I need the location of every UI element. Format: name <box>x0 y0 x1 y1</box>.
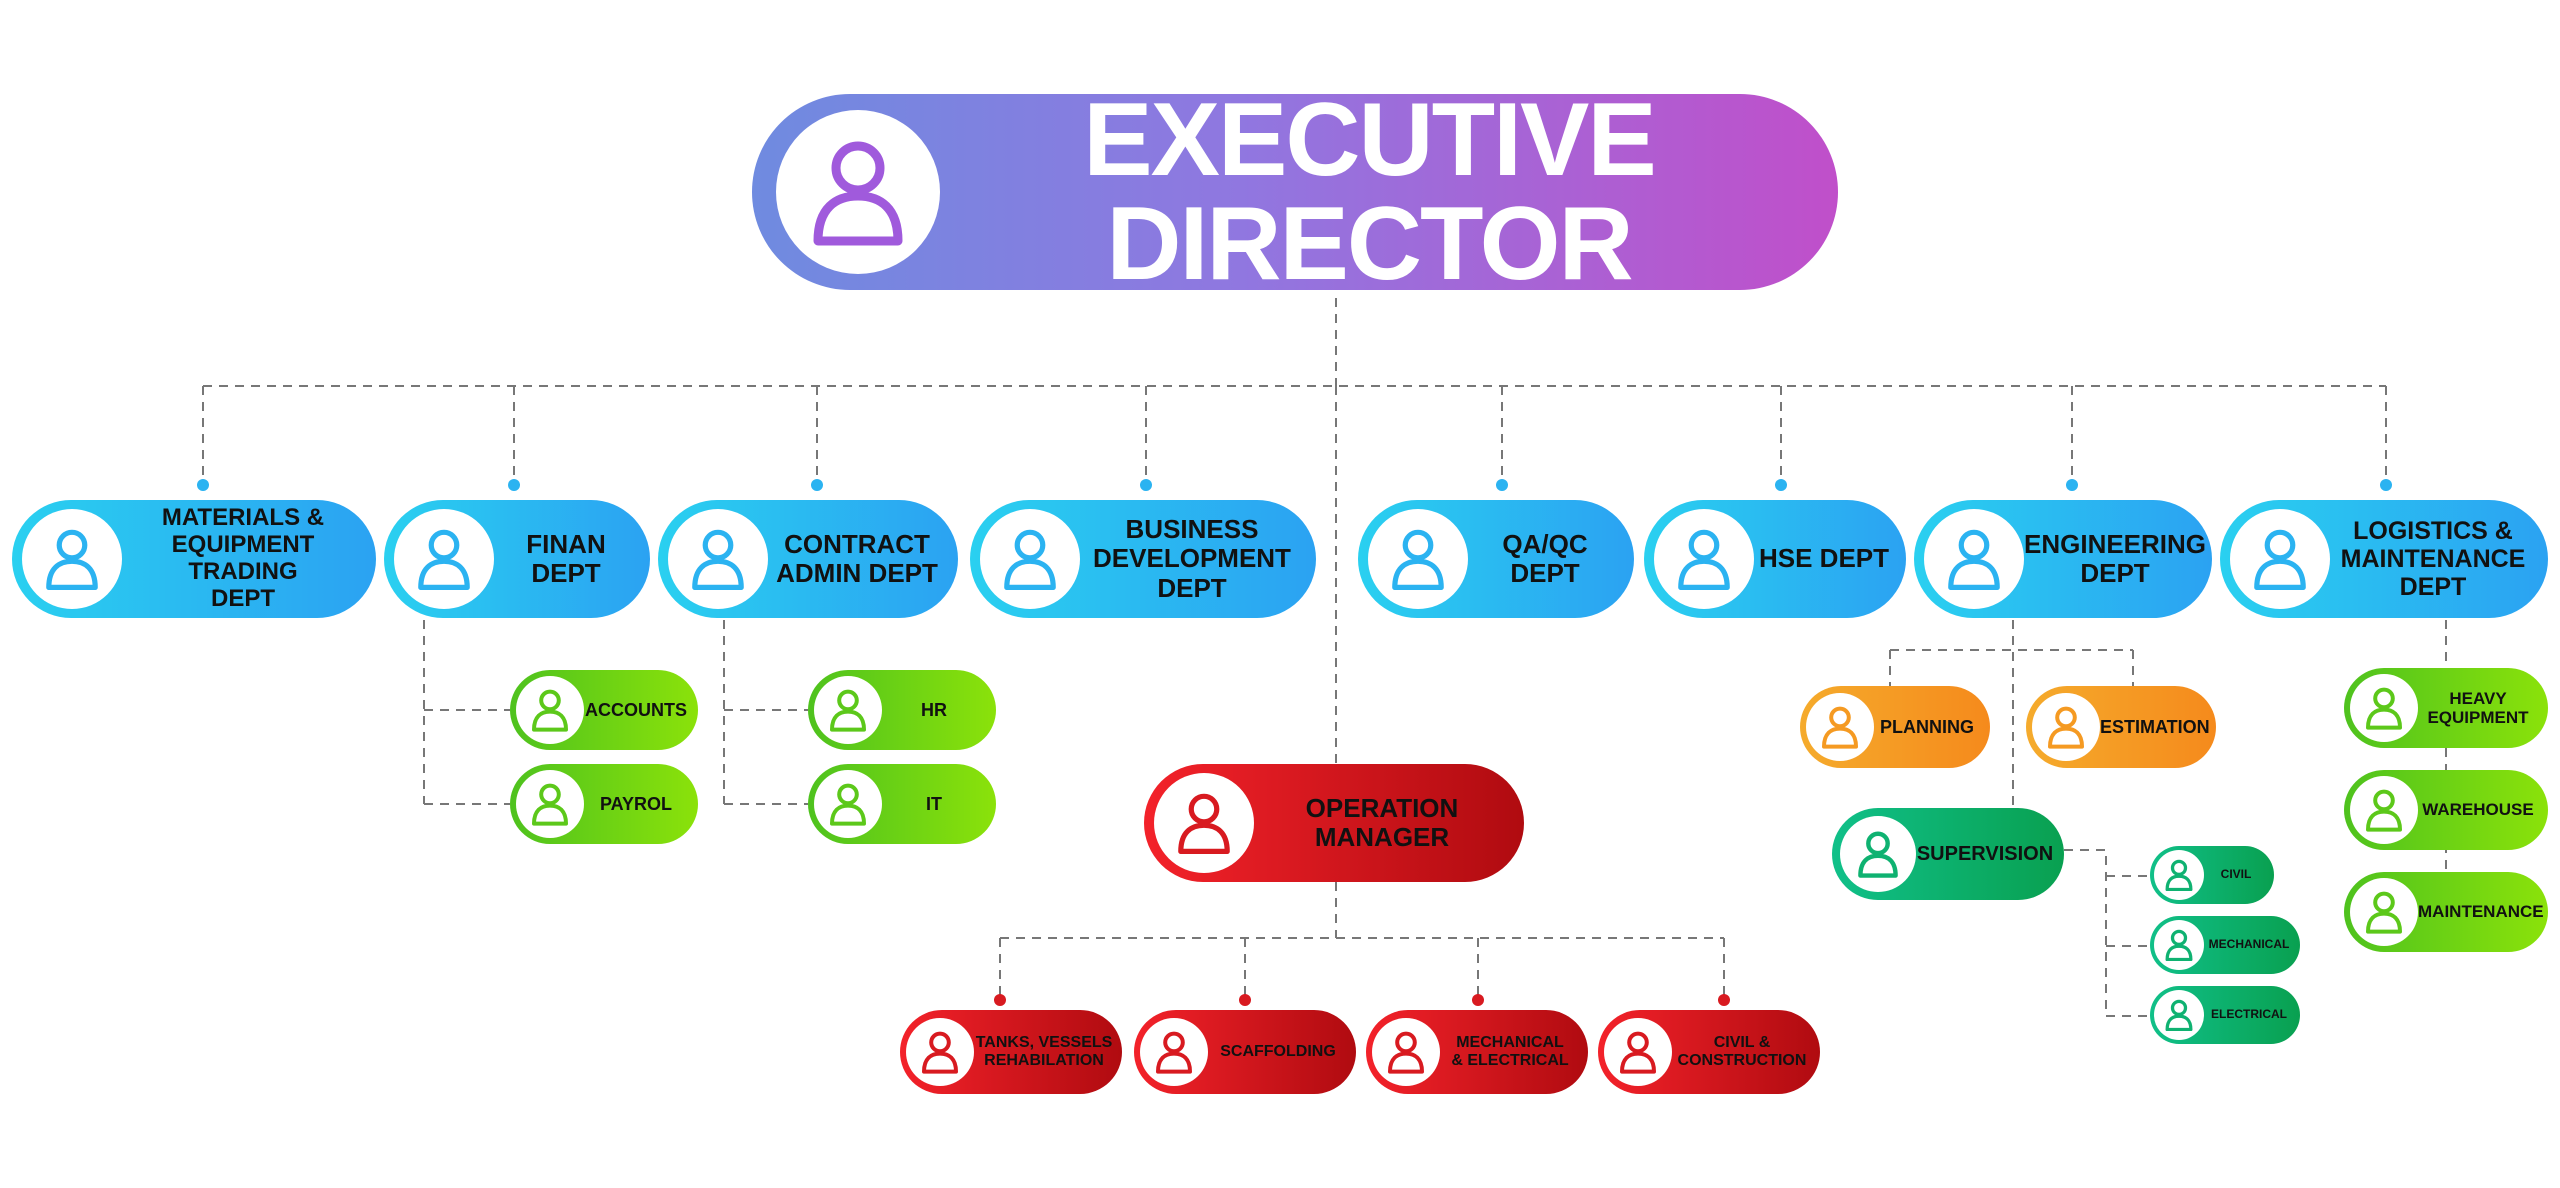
connector-supervision-units <box>2064 849 2150 1017</box>
department-label: BUSINESS DEVELOPMENT DEPT <box>1093 514 1291 603</box>
connector-dot <box>2066 479 2078 491</box>
connector-dot <box>1775 479 1787 491</box>
person-icon <box>2350 878 2418 946</box>
person-icon <box>2154 920 2204 970</box>
operation-unit-node[interactable]: TANKS, VESSELS REHABILATION <box>900 1010 1122 1094</box>
department-label: QA/QC DEPT <box>1502 528 1588 588</box>
department-label: FINAN DEPT <box>526 528 606 588</box>
engineering-unit-node[interactable]: ESTIMATION <box>2026 686 2216 768</box>
supervision-node[interactable]: SUPERVISION <box>1832 808 2064 900</box>
unit-label: PLANNING <box>1880 716 1974 737</box>
logistics-unit-node[interactable]: WAREHOUSE <box>2344 770 2548 850</box>
supervision-unit-node[interactable]: MECHANICAL <box>2150 916 2300 974</box>
finance-unit-node[interactable]: PAYROL <box>510 764 698 844</box>
person-icon <box>1806 693 1874 761</box>
department-label: LOGISTICS & MAINTENANCE DEPT <box>2340 517 2526 601</box>
person-icon <box>776 110 940 274</box>
connector-dot <box>994 994 1006 1006</box>
person-icon <box>2350 776 2418 844</box>
unit-label: WAREHOUSE <box>2422 800 2534 820</box>
connector-operation-units <box>999 882 1725 1000</box>
department-node[interactable]: BUSINESS DEVELOPMENT DEPT <box>970 500 1316 618</box>
department-node[interactable]: QA/QC DEPT <box>1358 500 1634 618</box>
unit-label: CIVIL & CONSTRUCTION <box>1677 1034 1807 1069</box>
person-icon <box>394 509 494 609</box>
finance-unit-node[interactable]: ACCOUNTS <box>510 670 698 750</box>
person-icon <box>2154 990 2204 1040</box>
operation-manager-node[interactable]: OPERATION MANAGER <box>1144 764 1524 882</box>
department-node[interactable]: FINAN DEPT <box>384 500 650 618</box>
engineering-unit-node[interactable]: PLANNING <box>1800 686 1990 768</box>
unit-label: ESTIMATION <box>2100 716 2210 737</box>
person-icon <box>814 770 882 838</box>
connector-contract-units <box>723 620 808 805</box>
unit-label: TANKS, VESSELS REHABILATION <box>975 1034 1113 1069</box>
unit-label: ELECTRICAL <box>2211 1007 2287 1022</box>
person-icon <box>1140 1018 1208 1086</box>
person-icon <box>516 770 584 838</box>
department-label: CONTRACT ADMIN DEPT <box>776 528 938 588</box>
person-icon <box>516 676 584 744</box>
department-node[interactable]: MATERIALS & EQUIPMENT TRADING DEPT <box>12 500 376 618</box>
connector-dot <box>1140 479 1152 491</box>
unit-label: HEAVY EQUIPMENT <box>2427 688 2529 727</box>
person-icon <box>2350 674 2418 742</box>
contract-unit-node[interactable]: IT <box>808 764 996 844</box>
connector-dot <box>1718 994 1730 1006</box>
department-node[interactable]: CONTRACT ADMIN DEPT <box>658 500 958 618</box>
person-icon <box>980 509 1080 609</box>
supervision-unit-node[interactable]: CIVIL <box>2150 846 2274 904</box>
connector-dot <box>197 479 209 491</box>
person-icon <box>2032 693 2100 761</box>
unit-label: MECHANICAL & ELECTRICAL <box>1451 1034 1569 1069</box>
department-node[interactable]: ENGINEERING DEPT <box>1914 500 2212 618</box>
person-icon <box>1654 509 1754 609</box>
department-label: ENGINEERING DEPT <box>2024 528 2207 588</box>
department-label: MATERIALS & EQUIPMENT TRADING DEPT <box>161 504 325 612</box>
connector-dot <box>1239 994 1251 1006</box>
connector-dot <box>1496 479 1508 491</box>
logistics-unit-node[interactable]: HEAVY EQUIPMENT <box>2344 668 2548 748</box>
person-icon <box>2230 509 2330 609</box>
unit-label: MECHANICAL <box>2208 937 2290 952</box>
person-icon <box>668 509 768 609</box>
unit-label: ACCOUNTS <box>585 699 687 720</box>
department-node[interactable]: LOGISTICS & MAINTENANCE DEPT <box>2220 500 2548 618</box>
person-icon <box>1368 509 1468 609</box>
operation-unit-node[interactable]: CIVIL & CONSTRUCTION <box>1598 1010 1820 1094</box>
person-icon <box>1924 509 2024 609</box>
unit-label: IT <box>926 793 942 814</box>
supervision-label: SUPERVISION <box>1916 842 2054 865</box>
connector-dot <box>811 479 823 491</box>
supervision-unit-node[interactable]: ELECTRICAL <box>2150 986 2300 1044</box>
person-icon <box>1604 1018 1672 1086</box>
unit-label: MAINTENANCE <box>2418 902 2544 922</box>
contract-unit-node[interactable]: HR <box>808 670 996 750</box>
person-icon <box>1372 1018 1440 1086</box>
logistics-unit-node[interactable]: MAINTENANCE <box>2344 872 2548 952</box>
person-icon <box>1840 816 1916 892</box>
person-icon <box>814 676 882 744</box>
operation-manager-label: OPERATION MANAGER <box>1305 792 1459 852</box>
unit-label: SCAFFOLDING <box>1220 1043 1336 1061</box>
department-label: HSE DEPT <box>1758 543 1890 574</box>
connector-dot <box>508 479 520 491</box>
executive-director-label: EXECUTIVE DIRECTOR <box>1083 82 1656 302</box>
unit-label: PAYROL <box>599 793 673 814</box>
unit-label: CIVIL <box>2220 867 2252 882</box>
department-node[interactable]: HSE DEPT <box>1644 500 1906 618</box>
operation-unit-node[interactable]: MECHANICAL & ELECTRICAL <box>1366 1010 1588 1094</box>
person-icon <box>906 1018 974 1086</box>
person-icon <box>2154 850 2204 900</box>
connector-finance-units <box>423 620 510 805</box>
executive-director-node[interactable]: EXECUTIVE DIRECTOR <box>752 88 1838 296</box>
connector-dot <box>2380 479 2392 491</box>
connector-dot <box>1472 994 1484 1006</box>
operation-unit-node[interactable]: SCAFFOLDING <box>1134 1010 1356 1094</box>
person-icon <box>22 509 122 609</box>
unit-label: HR <box>921 699 947 720</box>
person-icon <box>1154 773 1254 873</box>
